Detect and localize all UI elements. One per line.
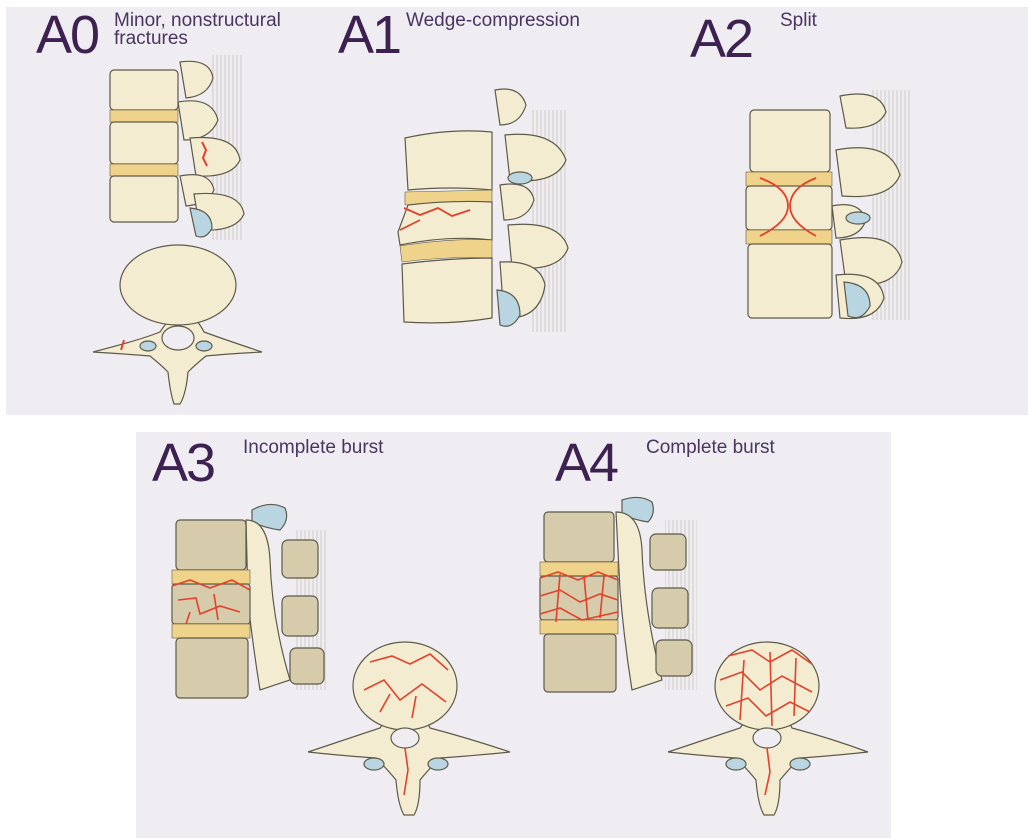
a1-lateral-spine bbox=[398, 89, 568, 332]
a4-axial-vertebra bbox=[668, 642, 868, 815]
a0-axial-vertebra bbox=[93, 245, 262, 404]
a0-lateral-spine bbox=[110, 55, 244, 240]
a3-lateral-spine bbox=[172, 504, 326, 698]
a3-axial-vertebra bbox=[308, 642, 510, 815]
a2-lateral-spine bbox=[746, 90, 912, 320]
a4-lateral-spine bbox=[540, 497, 697, 692]
